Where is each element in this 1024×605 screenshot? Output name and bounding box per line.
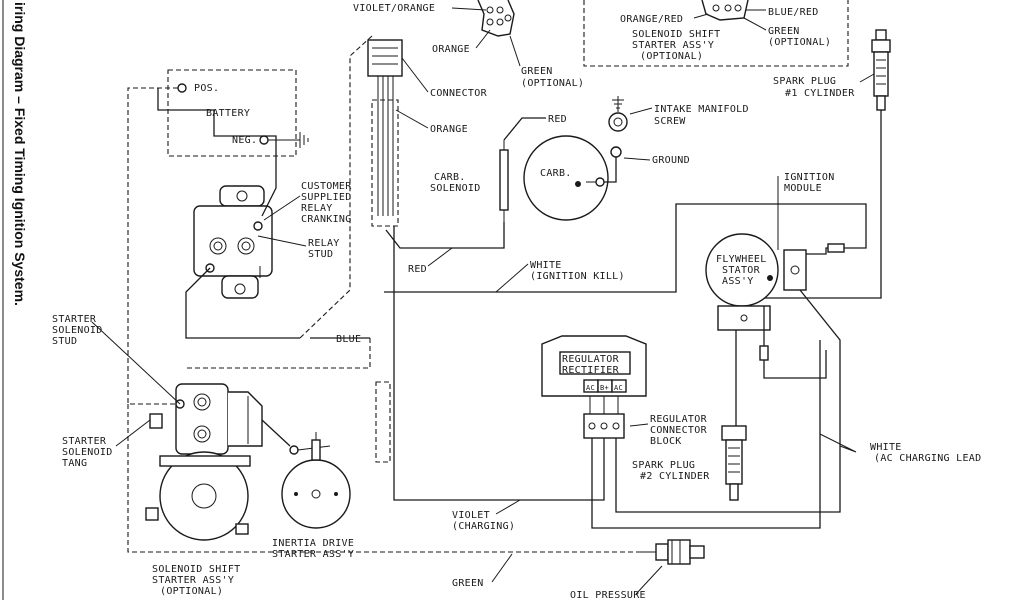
spark-plug-2 bbox=[721, 425, 747, 501]
label-supplied: SUPPLIED bbox=[301, 192, 352, 203]
label-white-ac: WHITE bbox=[870, 442, 902, 453]
label-reg-connector-2: CONNECTOR bbox=[650, 425, 708, 436]
label-green-optional-right: GREEN bbox=[768, 26, 800, 37]
label-solenoid-shift-bottom: SOLENOID SHIFT bbox=[152, 564, 241, 575]
label-starter-solenoid-tang-3: TANG bbox=[62, 458, 87, 469]
label-rectifier: RECTIFIER bbox=[562, 365, 620, 376]
diagram-title: iring Diagram – Fixed Timing Ignition Sy… bbox=[12, 2, 28, 306]
label-violet: VIOLET bbox=[452, 510, 490, 521]
label-white-ac-2: (AC CHARGING LEAD bbox=[874, 453, 981, 464]
label-white-kill-2: (IGNITION KILL) bbox=[530, 271, 625, 282]
label-green-optional-right-note: (OPTIONAL) bbox=[768, 37, 831, 48]
label-battery-pos: POS. bbox=[194, 83, 219, 94]
label-inertia-drive-2: STARTER ASS'Y bbox=[272, 549, 354, 560]
label-spark-plug-2: SPARK PLUG bbox=[632, 460, 695, 471]
label-reg-connector: REGULATOR bbox=[650, 414, 708, 425]
pin-b-plus: B+ bbox=[600, 384, 609, 392]
label-white-kill: WHITE bbox=[530, 260, 562, 271]
label-red-top: RED bbox=[548, 114, 567, 125]
harness-dashed-lower bbox=[375, 381, 391, 463]
label-starter-solenoid-tang: STARTER bbox=[62, 436, 107, 447]
label-relay-stud: RELAY bbox=[308, 238, 340, 249]
label-violet-charging: (CHARGING) bbox=[452, 521, 515, 532]
label-orange-top: ORANGE bbox=[432, 44, 470, 55]
label-blue-red: BLUE/RED bbox=[768, 7, 819, 18]
label-relay: RELAY bbox=[301, 203, 333, 214]
label-optional-top: (OPTIONAL) bbox=[640, 51, 703, 62]
label-spark-plug-1: SPARK PLUG bbox=[773, 76, 836, 87]
label-spark-plug-2-cylinder: #2 CYLINDER bbox=[640, 471, 710, 482]
label-solenoid-shift-bottom-2: STARTER ASS'Y bbox=[152, 575, 234, 586]
label-cranking: CRANKING bbox=[301, 214, 352, 225]
oil-pressure-switch bbox=[655, 539, 705, 565]
pin-ac-1: AC bbox=[586, 384, 595, 392]
label-ground: GROUND bbox=[652, 155, 690, 166]
label-inertia-drive: INERTIA DRIVE bbox=[272, 538, 354, 549]
label-reg-connector-3: BLOCK bbox=[650, 436, 682, 447]
label-oil-pressure: OIL PRESSURE bbox=[570, 590, 646, 600]
label-starter-solenoid-stud-2: SOLENOID bbox=[52, 325, 103, 336]
wire-green-dashed bbox=[127, 404, 640, 553]
spark-plug-1 bbox=[859, 29, 891, 111]
label-carb-solenoid-2: SOLENOID bbox=[430, 183, 481, 194]
label-customer: CUSTOMER bbox=[301, 181, 352, 192]
pin-ac-2: AC bbox=[614, 384, 623, 392]
label-solenoid-shift-top: SOLENOID SHIFT bbox=[632, 29, 721, 40]
inertia-drive-starter bbox=[281, 432, 351, 529]
label-starter-solenoid-stud-3: STUD bbox=[52, 336, 77, 347]
label-red-low: RED bbox=[408, 264, 427, 275]
label-violet-orange: VIOLET/ORANGE bbox=[353, 3, 435, 14]
label-starter-assy-top: STARTER ASS'Y bbox=[632, 40, 714, 51]
wire-relay-to-blue bbox=[185, 267, 300, 339]
wire-blue-dashed bbox=[186, 338, 371, 369]
carburetor bbox=[499, 135, 609, 222]
label-spark-plug-1-cylinder: #1 CYLINDER bbox=[785, 88, 855, 99]
label-green-bottom: GREEN bbox=[452, 578, 484, 589]
label-battery-neg: NEG. bbox=[232, 135, 257, 146]
label-carb-solenoid: CARB. bbox=[434, 172, 466, 183]
top-harness-plug bbox=[451, 0, 521, 67]
label-regulator: REGULATOR bbox=[562, 354, 620, 365]
wire-white-ignition-kill bbox=[384, 203, 867, 293]
wire-white-ac-2 bbox=[615, 289, 841, 513]
label-flywheel-stator: STATOR bbox=[722, 265, 761, 276]
label-intake-screw: SCREW bbox=[654, 116, 686, 127]
label-battery: BATTERY bbox=[206, 108, 250, 119]
label-green-optional: GREEN bbox=[521, 66, 553, 77]
label-flywheel: FLYWHEEL bbox=[716, 254, 767, 265]
wire-spark-plug-1 bbox=[764, 110, 882, 299]
label-intake-manifold: INTAKE MANIFOLD bbox=[654, 104, 749, 115]
ground-terminal bbox=[610, 146, 622, 158]
label-orange-red: ORANGE/RED bbox=[620, 14, 683, 25]
cranking-relay bbox=[193, 185, 273, 299]
regulator-connector-block bbox=[583, 413, 649, 439]
label-carb: CARB. bbox=[540, 168, 572, 179]
label-connector: CONNECTOR bbox=[430, 88, 488, 99]
wire-battery-to-relay bbox=[157, 88, 277, 217]
wire-red-low bbox=[385, 222, 505, 249]
label-green-optional-note: (OPTIONAL) bbox=[521, 78, 584, 89]
label-ignition-module: IGNITION bbox=[784, 172, 835, 183]
wire-red-top bbox=[503, 117, 546, 141]
wire-violet-charging bbox=[393, 226, 605, 501]
intake-manifold-screw bbox=[608, 96, 653, 132]
label-ignition-module-2: MODULE bbox=[784, 183, 822, 194]
label-relay-stud-2: STUD bbox=[308, 249, 333, 260]
label-starter-solenoid-stud: STARTER bbox=[52, 314, 97, 325]
flywheel-stator bbox=[705, 233, 779, 331]
solenoid-shift-box-top bbox=[583, 0, 849, 67]
label-orange-mid: ORANGE bbox=[430, 124, 468, 135]
wire-harness-dashed bbox=[299, 35, 373, 339]
label-flywheel-assy: ASS'Y bbox=[722, 276, 754, 287]
solenoid-shift-starter bbox=[145, 383, 263, 541]
label-solenoid-shift-bottom-3: (OPTIONAL) bbox=[160, 586, 223, 597]
harness-connector bbox=[367, 39, 429, 227]
regulator-rectifier bbox=[541, 335, 647, 397]
label-blue: BLUE bbox=[336, 334, 361, 345]
label-starter-solenoid-tang-2: SOLENOID bbox=[62, 447, 113, 458]
wire-battery-positive bbox=[127, 87, 180, 405]
ignition-module bbox=[783, 243, 846, 291]
